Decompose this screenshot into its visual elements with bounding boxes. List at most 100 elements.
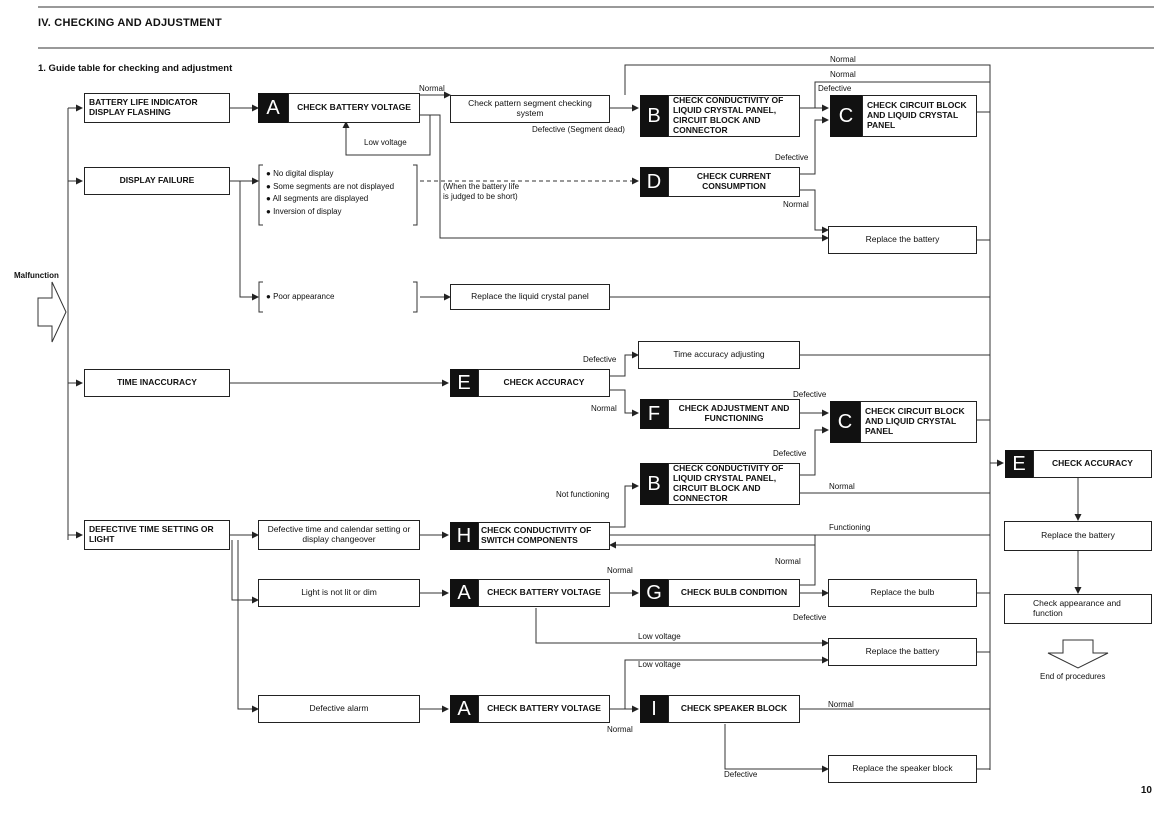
check-battery-voltage-1-label: CHECK BATTERY VOLTAGE xyxy=(297,102,411,113)
check-conductivity-2: CHECK CONDUCTIVITY OF LIQUID CRYSTAL PAN… xyxy=(668,463,800,505)
check-switch-conductivity: CHECK CONDUCTIVITY OF SWITCH COMPONENTS xyxy=(478,522,610,550)
replace-battery-3: Replace the battery xyxy=(1004,521,1152,551)
step-a2-tag: A xyxy=(450,579,478,607)
step-g-tag: G xyxy=(640,579,668,607)
check-accuracy-1-label: CHECK ACCURACY xyxy=(503,377,585,388)
step-a3-tag: A xyxy=(450,695,478,723)
check-speaker-label: CHECK SPEAKER BLOCK xyxy=(680,703,788,714)
check-bulb-label: CHECK BULB CONDITION xyxy=(680,587,788,598)
malfunction-label: Malfunction xyxy=(14,271,59,280)
check-conductivity-2-label: CHECK CONDUCTIVITY OF LIQUID CRYSTAL PAN… xyxy=(673,463,784,503)
label-normal: Normal xyxy=(783,200,809,209)
defective-setting: Defective time and calendar setting or d… xyxy=(258,520,420,550)
check-adjustment-label: CHECK ADJUSTMENT AND FUNCTIONING xyxy=(678,403,790,423)
replace-lcd: Replace the liquid crystal panel xyxy=(450,284,610,310)
label-normal: Normal xyxy=(591,404,617,413)
replace-battery-1-label: Replace the battery xyxy=(865,234,940,245)
poor-appearance-text: Poor appearance xyxy=(273,292,335,301)
check-pattern-segment-label: Check pattern segment checking system xyxy=(468,98,592,118)
time-accuracy-adjusting-label: Time accuracy adjusting xyxy=(673,349,765,360)
replace-battery-3-label: Replace the battery xyxy=(1041,530,1115,541)
step-f-tag: F xyxy=(640,399,668,429)
display-bullet: ● No digital display xyxy=(266,169,334,178)
label-defective: Defective xyxy=(583,355,617,364)
check-accuracy-2: CHECK ACCURACY xyxy=(1033,450,1152,478)
symptom-display-label: DISPLAY FAILURE xyxy=(119,175,195,186)
label-not-functioning: Not functioning xyxy=(556,490,610,499)
time-accuracy-adjusting: Time accuracy adjusting xyxy=(638,341,800,369)
replace-speaker-label: Replace the speaker block xyxy=(852,763,953,774)
check-current-consumption-label: CHECK CURRENT CONSUMPTION xyxy=(696,171,772,191)
label-normal: Normal xyxy=(607,566,633,575)
label-defective: Defective xyxy=(724,770,758,779)
check-adjustment: CHECK ADJUSTMENT AND FUNCTIONING xyxy=(668,399,800,429)
label-defective-segment: Defective (Segment dead) xyxy=(532,125,625,134)
light-not-lit: Light is not lit or dim xyxy=(258,579,420,607)
check-pattern-segment: Check pattern segment checking system xyxy=(450,95,610,123)
check-battery-voltage-3-label: CHECK BATTERY VOLTAGE xyxy=(487,703,601,714)
display-bullets: ● No digital display ● Some segments are… xyxy=(266,168,394,218)
display-bullet-text: Some segments are not displayed xyxy=(273,181,395,191)
step-h-tag: H xyxy=(450,522,478,550)
symptom-setting: DEFECTIVE TIME SETTING OR LIGHT xyxy=(84,520,230,550)
check-speaker: CHECK SPEAKER BLOCK xyxy=(668,695,800,723)
symptom-setting-label: DEFECTIVE TIME SETTING OR LIGHT xyxy=(89,524,214,544)
step-c-tag: C xyxy=(830,95,862,137)
symptom-battery-label: BATTERY LIFE INDICATOR DISPLAY FLASHING xyxy=(89,97,198,117)
label-normal: Normal xyxy=(828,700,854,709)
check-appearance-label: Check appearance and function xyxy=(1033,598,1121,618)
check-circuit-block-1: CHECK CIRCUIT BLOCK AND LIQUID CRYSTAL P… xyxy=(862,95,977,137)
page-number: 10 xyxy=(1140,785,1152,796)
step-b2-tag: B xyxy=(640,463,668,505)
display-bullet-text: All segments are displayed xyxy=(272,194,369,203)
section-title: IV. CHECKING AND ADJUSTMENT xyxy=(38,17,222,29)
poor-appearance: ● Poor appearance xyxy=(266,292,335,301)
step-d-tag: D xyxy=(640,167,668,197)
replace-bulb: Replace the bulb xyxy=(828,579,977,607)
check-circuit-block-2: CHECK CIRCUIT BLOCK AND LIQUID CRYSTAL P… xyxy=(860,401,977,443)
label-battery-short-line: (When the battery life xyxy=(443,182,520,191)
label-normal: Normal xyxy=(829,482,855,491)
label-functioning: Functioning xyxy=(829,523,871,532)
label-low-voltage: Low voltage xyxy=(638,660,681,669)
replace-speaker: Replace the speaker block xyxy=(828,755,977,783)
step-i-tag: I xyxy=(640,695,668,723)
check-battery-voltage-2-label: CHECK BATTERY VOLTAGE xyxy=(487,587,601,598)
label-defective: Defective xyxy=(793,390,827,399)
label-normal: Normal xyxy=(419,84,445,93)
check-battery-voltage-2: CHECK BATTERY VOLTAGE xyxy=(478,579,610,607)
label-normal: Normal xyxy=(830,55,856,64)
label-defective: Defective xyxy=(773,449,807,458)
step-b-tag: B xyxy=(640,95,668,137)
symptom-time-label: TIME INACCURACY xyxy=(117,377,197,388)
check-switch-conductivity-label: CHECK CONDUCTIVITY OF SWITCH COMPONENTS xyxy=(481,525,592,545)
label-defective: Defective xyxy=(793,613,827,622)
defective-setting-label: Defective time and calendar setting or d… xyxy=(267,524,411,544)
check-current-consumption: CHECK CURRENT CONSUMPTION xyxy=(668,167,800,197)
symptom-display: DISPLAY FAILURE xyxy=(84,167,230,195)
step-e-tag: E xyxy=(450,369,478,397)
check-circuit-block-2-label: CHECK CIRCUIT BLOCK AND LIQUID CRYSTAL P… xyxy=(865,406,965,436)
replace-battery-2: Replace the battery xyxy=(828,638,977,666)
display-bullet-text: No digital display xyxy=(273,169,334,178)
label-low-voltage: Low voltage xyxy=(638,632,681,641)
step-e2-tag: E xyxy=(1005,450,1033,478)
step-a-tag: A xyxy=(258,93,288,123)
defective-alarm-label: Defective alarm xyxy=(309,703,369,714)
check-circuit-block-1-label: CHECK CIRCUIT BLOCK AND LIQUID CRYSTAL P… xyxy=(867,100,967,130)
subsection-title: 1. Guide table for checking and adjustme… xyxy=(38,63,233,74)
label-battery-short: (When the battery life is judged to be s… xyxy=(443,182,519,202)
display-bullet: ● Inversion of display xyxy=(266,206,342,216)
check-appearance: Check appearance and function xyxy=(1004,594,1152,624)
symptom-time: TIME INACCURACY xyxy=(84,369,230,397)
replace-lcd-label: Replace the liquid crystal panel xyxy=(471,291,589,302)
light-not-lit-label: Light is not lit or dim xyxy=(301,587,377,598)
defective-alarm: Defective alarm xyxy=(258,695,420,723)
check-conductivity-1: CHECK CONDUCTIVITY OF LIQUID CRYSTAL PAN… xyxy=(668,95,800,137)
display-bullet-text: Inversion of display xyxy=(273,206,342,216)
label-normal: Normal xyxy=(830,70,856,79)
display-bullet: ● All segments are displayed xyxy=(266,194,369,203)
replace-bulb-label: Replace the bulb xyxy=(870,587,935,598)
step-c2-tag: C xyxy=(830,401,860,443)
